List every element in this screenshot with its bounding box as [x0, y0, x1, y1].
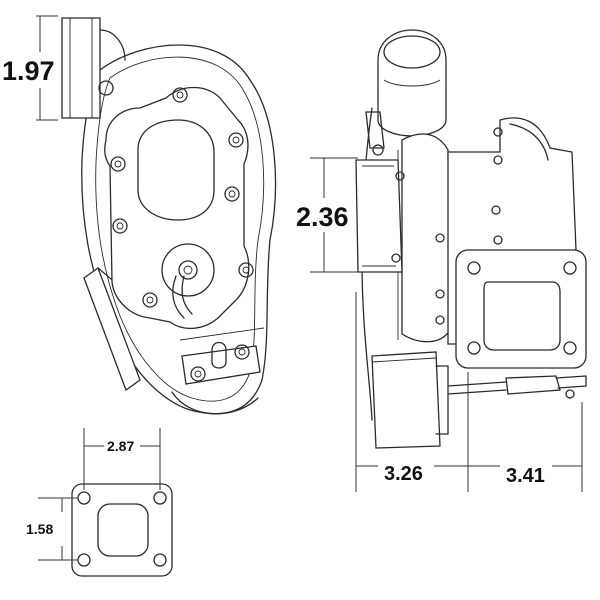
dimension-2-36: 2.36 [296, 157, 358, 273]
dimension-3-41: 3.41 [468, 402, 583, 492]
dim-label-2-87: 2.87 [107, 438, 134, 454]
dimension-1-97: 1.97 [2, 15, 58, 121]
dim-label-1-58: 1.58 [26, 521, 53, 537]
dimension-3-26: 3.26 [355, 292, 469, 492]
dim-label-3-26: 3.26 [384, 463, 423, 485]
side-view [355, 29, 587, 449]
dim-label-3-41: 3.41 [506, 465, 545, 487]
front-view [61, 17, 277, 415]
dimension-1-58: 1.58 [26, 497, 78, 561]
dim-label-1-97: 1.97 [2, 56, 55, 86]
dim-label-2-36: 2.36 [296, 202, 349, 232]
dimension-2-87: 2.87 [83, 428, 161, 490]
flange-view [71, 483, 173, 577]
